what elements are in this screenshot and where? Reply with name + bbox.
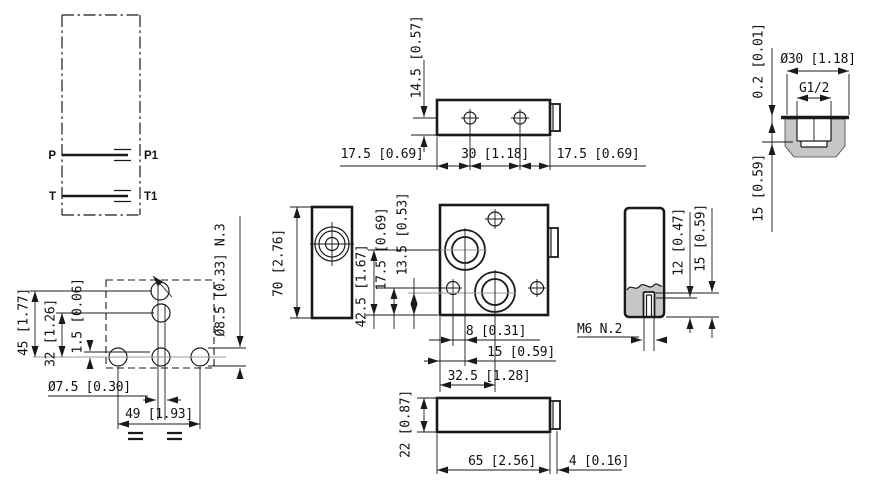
dim-15: 15 [0.59]: [694, 204, 709, 272]
dim-4: 4 [0.16]: [569, 454, 629, 469]
dim-32-5: 32.5 [1.28]: [448, 369, 531, 384]
dim-17-5-left: 17.5 [0.69]: [341, 147, 424, 162]
dia-30: Ø30 [1.18]: [780, 52, 855, 67]
dim-45: 45 [1.77]: [17, 288, 32, 356]
dim-49: 49 [1.93]: [125, 407, 193, 422]
hole-centerlines: [157, 284, 166, 420]
break-line: [626, 283, 663, 291]
block-outline: [438, 203, 550, 317]
extension-lines: [643, 317, 655, 351]
mounting-hole: [151, 303, 171, 323]
dim-17-5-right: 17.5 [0.69]: [557, 147, 640, 162]
dim-32: 32 [1.26]: [44, 299, 59, 367]
port-label-t1: T1: [144, 191, 158, 203]
extension-lines: [656, 292, 719, 318]
extension-lines: [208, 347, 246, 367]
block-outline: [435, 98, 552, 137]
thread-hole-outline: [642, 291, 656, 316]
side-view: 70 [2.76]: [272, 205, 354, 320]
block-outline: [435, 396, 552, 434]
dim-14-5: 14.5 [0.57]: [410, 16, 425, 99]
dim-0-2: 0.2 [0.01]: [752, 23, 767, 98]
port-connection-marks: [114, 148, 131, 203]
dim-65: 65 [2.56]: [468, 454, 536, 469]
hole-crosshairs: [461, 109, 529, 127]
top-view: 14.5 [0.57] 17.5 [0.69] 30 [1.18] 17.5 […: [340, 16, 646, 170]
extension-lines: [786, 74, 850, 115]
extension-lines: [796, 101, 832, 116]
thread-hole-fill: [643, 292, 655, 316]
extension-lines: [117, 367, 201, 429]
bottom-view: 22 [0.87] 65 [2.56] 4 [0.16]: [399, 390, 629, 474]
dim-15: 15 [0.59]: [487, 345, 555, 360]
block-outline: [623, 206, 666, 319]
thread-core-lines: [645, 294, 653, 316]
hole-crosshair: [485, 209, 505, 229]
port-crosshair: [310, 222, 354, 266]
hydraulic-schematic: P P1 T T1: [48, 14, 159, 216]
port-label-p1: P1: [144, 150, 159, 162]
extension-lines: [417, 397, 436, 433]
port-label-p: P: [48, 150, 56, 162]
mounting-pattern-view: 45 [1.77] 32 [1.26] 1.5 [0.06] Ø7.5 [0.3…: [17, 216, 246, 441]
thread-callout-m6: M6 N.2: [577, 322, 622, 337]
dim-15: 15 [0.59]: [752, 154, 767, 222]
dim-30: 30 [1.18]: [461, 147, 529, 162]
dia-7-5: Ø7.5 [0.30]: [48, 380, 131, 395]
front-view: 42.5 [1.67] 17.5 [0.69] 13.5 [0.53] 8 [0…: [355, 193, 559, 392]
thread-callout-g12: G1/2: [799, 81, 829, 96]
port-label-t: T: [49, 191, 56, 203]
side-tab: [547, 227, 559, 258]
dim-8: 8 [0.31]: [466, 324, 526, 339]
port-bore-step-fill: [801, 141, 827, 147]
dim-42-5: 42.5 [1.67]: [355, 245, 370, 328]
port-detail-view: 0.2 [0.01] 15 [0.59] Ø30 [1.18] G1/2: [752, 23, 856, 232]
hole-crosshairs: [452, 279, 546, 297]
dim-1-5: 1.5 [0.06]: [71, 278, 86, 353]
side-tab: [549, 103, 561, 132]
dia-8-5: Ø8.5 [0.33] N.3: [214, 224, 229, 337]
schematic-boundary: [61, 14, 141, 216]
centerline-extensions: [439, 228, 496, 392]
dim-22: 22 [0.87]: [399, 390, 414, 458]
extension-lines: [436, 126, 551, 170]
extension-lines: [30, 290, 154, 353]
mounting-outline: [105, 279, 215, 369]
dim-13-5: 13.5 [0.53]: [396, 193, 411, 276]
leader-arrow: [152, 275, 173, 298]
extension-lines: [290, 206, 311, 319]
extension-lines: [411, 117, 436, 136]
block-outline: [310, 205, 354, 320]
section-view: 12 [0.47] 15 [0.59] M6 N.2: [577, 204, 719, 351]
dim-70: 70 [2.76]: [272, 229, 287, 297]
side-tab: [549, 400, 561, 430]
port-bore-step: [800, 141, 828, 148]
equal-spacing-marks: [128, 431, 182, 441]
dim-17-5: 17.5 [0.69]: [375, 208, 390, 291]
dim-12: 12 [0.47]: [672, 208, 687, 276]
